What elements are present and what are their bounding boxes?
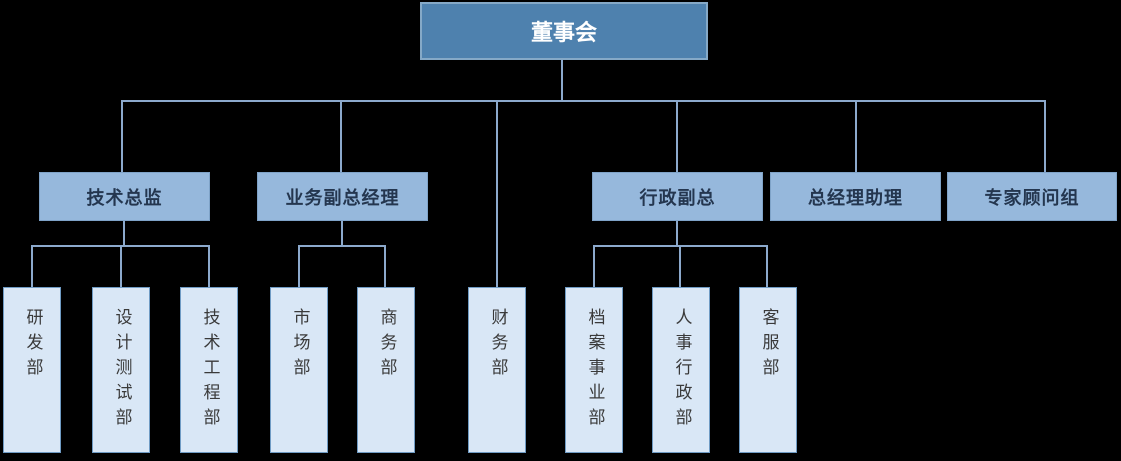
org-node-design-test-dept: 设计测试部 (92, 287, 150, 453)
org-node-expert-advisory-group: 专家顾问组 (947, 172, 1117, 221)
connector-riser-business-deputy-gm (341, 221, 343, 247)
connector-drop-commerce-dept (384, 245, 386, 287)
connector-drop-expert-advisory-group (1044, 100, 1046, 172)
org-node-label: 总经理助理 (808, 187, 903, 209)
connector-drop-archives-division (593, 245, 595, 287)
connector-riser-tech-director (123, 221, 125, 247)
org-node-board-of-directors: 董事会 (420, 2, 708, 60)
connector-drop-rnd-dept (31, 245, 33, 287)
org-node-label: 技术工程部 (199, 308, 220, 433)
connector-drop-tech-engineering-dept (208, 245, 210, 287)
org-node-label: 董事会 (530, 21, 597, 46)
connector-main-rail (121, 100, 1046, 102)
connector-drop-finance-dept (496, 100, 498, 287)
org-node-label: 行政副总 (639, 187, 716, 209)
org-node-label: 客服部 (758, 308, 779, 383)
connector-drop-tech-director (121, 100, 123, 172)
org-node-hr-admin-dept: 人事行政部 (652, 287, 710, 453)
org-node-label: 人事行政部 (671, 308, 692, 433)
org-node-tech-engineering-dept: 技术工程部 (180, 287, 238, 453)
org-node-label: 设计测试部 (111, 308, 132, 433)
org-node-rnd-dept: 研发部 (3, 287, 61, 453)
connector-root-riser (561, 60, 563, 102)
org-node-label: 业务副总经理 (285, 187, 400, 209)
org-node-marketing-dept: 市场部 (270, 287, 328, 453)
org-node-label: 档案事业部 (584, 308, 605, 433)
org-node-tech-director: 技术总监 (39, 172, 210, 221)
connector-drop-hr-admin-dept (679, 245, 681, 287)
org-node-label: 商务部 (376, 308, 397, 383)
org-node-label: 技术总监 (86, 187, 163, 209)
org-node-gm-assistant: 总经理助理 (770, 172, 941, 221)
org-node-label: 研发部 (22, 308, 43, 383)
connector-drop-business-deputy-gm (340, 100, 342, 172)
org-node-archives-division: 档案事业部 (565, 287, 623, 453)
org-node-label: 市场部 (289, 308, 310, 383)
connector-riser-admin-deputy (676, 221, 678, 247)
connector-drop-gm-assistant (855, 100, 857, 172)
org-node-customer-service-dept: 客服部 (739, 287, 797, 453)
connector-drop-marketing-dept (298, 245, 300, 287)
org-node-finance-dept: 财务部 (468, 287, 526, 453)
org-node-commerce-dept: 商务部 (357, 287, 415, 453)
org-node-admin-deputy: 行政副总 (592, 172, 763, 221)
connector-drop-admin-deputy (676, 100, 678, 172)
org-node-label: 专家顾问组 (984, 187, 1080, 209)
org-node-business-deputy-gm: 业务副总经理 (257, 172, 428, 221)
connector-drop-customer-service-dept (766, 245, 768, 287)
connector-rail-business-deputy-gm (298, 245, 386, 247)
connector-drop-design-test-dept (120, 245, 122, 287)
org-node-label: 财务部 (487, 308, 508, 383)
